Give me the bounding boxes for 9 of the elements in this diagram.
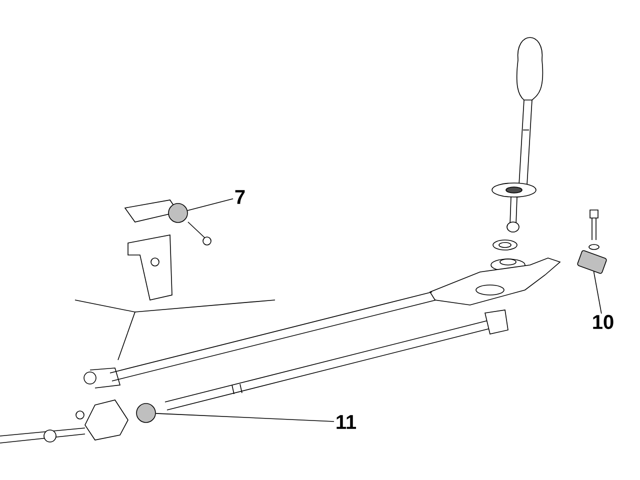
rod-bushing-picture <box>136 403 156 423</box>
callout-number: 10 <box>593 314 614 330</box>
mount-bushing-picture <box>168 203 188 223</box>
leader-line <box>187 198 234 211</box>
shift-clamp-picture <box>577 250 607 274</box>
leader-line <box>155 413 334 422</box>
callout-number: 11 <box>336 415 356 429</box>
leader-line <box>593 271 602 314</box>
callout-number: 7 <box>235 190 245 204</box>
